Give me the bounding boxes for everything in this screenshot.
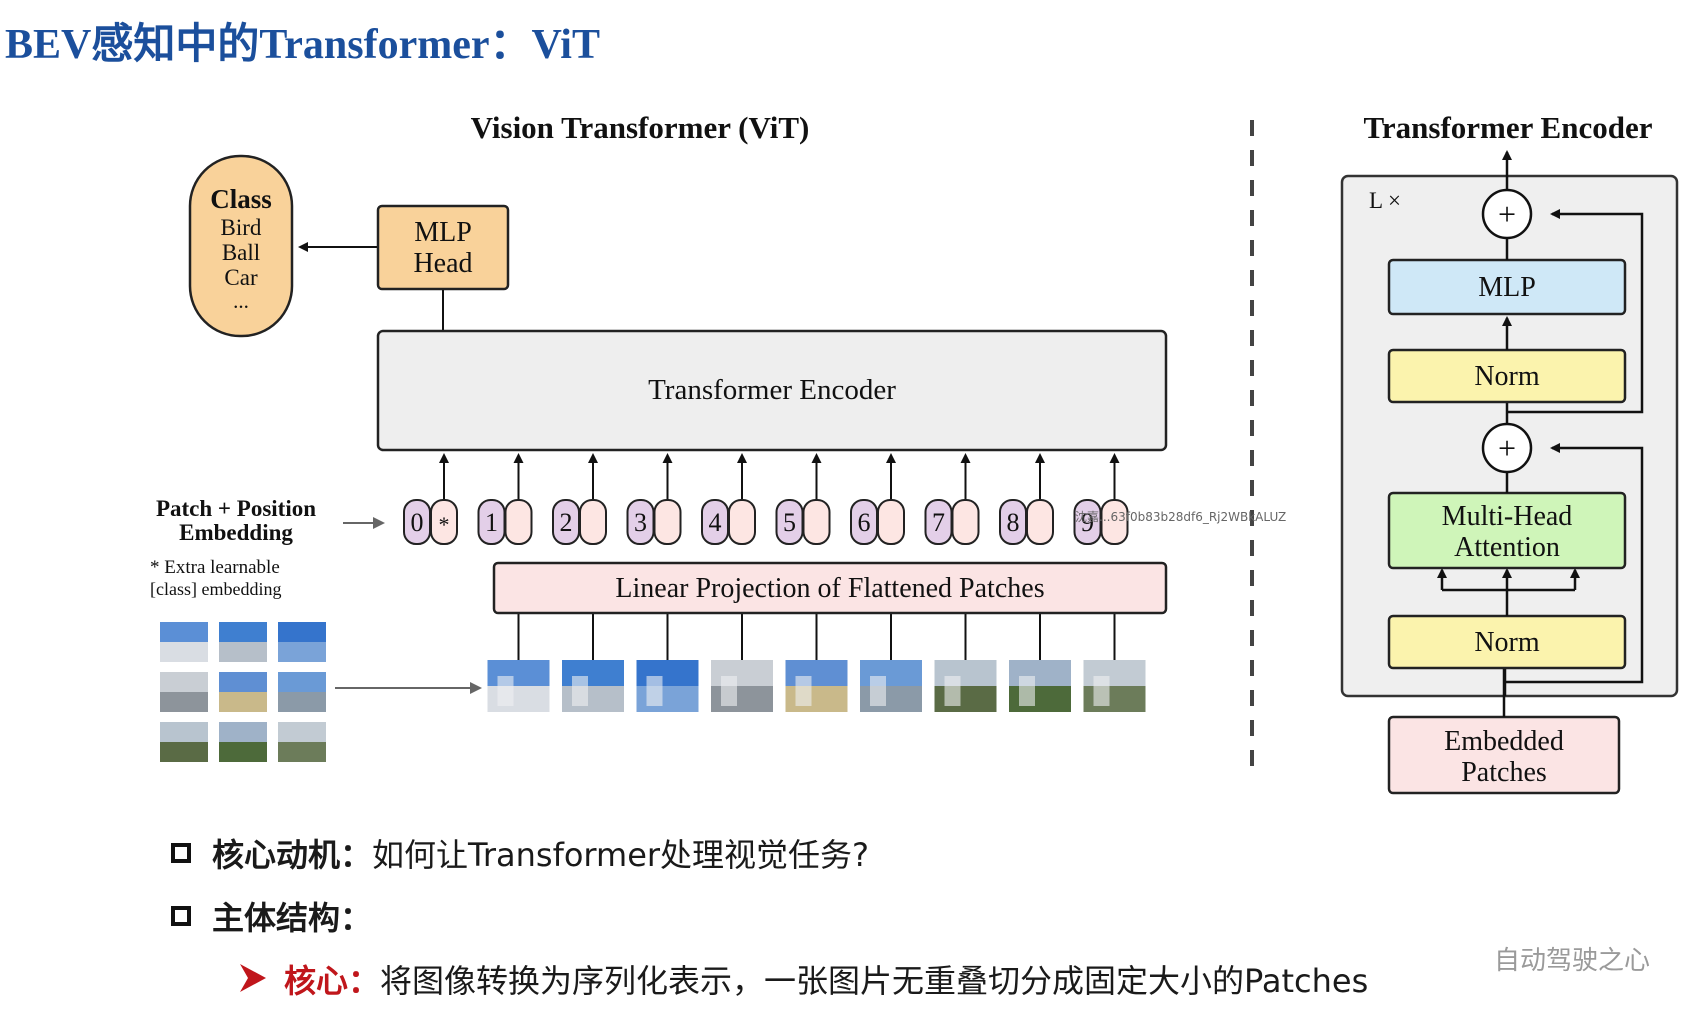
position-token-label: 7 (932, 508, 945, 537)
image-patch (487, 660, 550, 712)
class-item: Ball (222, 240, 260, 265)
brand-watermark: 自动驾驶之心 (1494, 946, 1651, 976)
grid-cell (160, 622, 208, 662)
sub-bullet-label: 核心： (284, 962, 381, 1000)
linear-projection-label: Linear Projection of Flattened Patches (615, 573, 1044, 604)
mlp-head-line: Head (413, 248, 472, 279)
add-symbol: + (1498, 196, 1516, 232)
token-pair: 5 (775, 453, 831, 660)
grid-cell (278, 722, 326, 762)
class-item: Car (224, 265, 258, 290)
embedding-label: Embedding (179, 520, 293, 545)
grid-cell (160, 672, 208, 712)
token-pair: 4 (701, 453, 756, 660)
attention-line: Multi-Head (1442, 501, 1573, 532)
image-patch (934, 660, 997, 712)
red-arrow-icon (240, 964, 266, 992)
class-output-box: Class Bird Ball Car ... (188, 154, 294, 338)
watermark-text: 沈嘉...63f0b83b28df6_Rj2WBkALUZ (1075, 510, 1287, 524)
grid-cell (160, 722, 208, 762)
position-token-label: 8 (1007, 508, 1020, 537)
bullet-text: 如何让Transformer处理视觉任务? (372, 836, 870, 874)
grid-cell (219, 722, 267, 762)
patch-token (1100, 499, 1129, 545)
bullet-structure: 主体结构： (212, 893, 372, 939)
patch-token (728, 499, 756, 545)
extra-note: * Extra learnable (150, 557, 280, 578)
grid-cell (278, 622, 326, 662)
patch-token (802, 499, 831, 545)
token-pair: 9 (1073, 453, 1129, 660)
bullet-square (171, 906, 191, 926)
position-token-label: 3 (634, 508, 647, 537)
class-title: Class (210, 184, 272, 214)
slide-title: BEV感知中的Transformer：ViT (5, 22, 600, 68)
add-symbol: + (1498, 430, 1516, 466)
token-pair: 1 (477, 453, 533, 660)
embedded-patches-line: Patches (1461, 757, 1547, 788)
token-pair: 3 (626, 453, 682, 660)
bullet-label: 主体结构： (212, 899, 373, 937)
image-patch (1083, 660, 1146, 712)
transformer-encoder-label: Transformer Encoder (648, 374, 896, 406)
class-item: Bird (221, 215, 262, 240)
grid-cell (278, 672, 326, 712)
patch-token (653, 499, 682, 545)
patch-token (430, 499, 458, 545)
position-token-label: 2 (560, 508, 573, 537)
embedded-patches-line: Embedded (1444, 726, 1564, 757)
position-token-label: 6 (858, 508, 871, 537)
attention-line: Attention (1454, 532, 1560, 563)
sub-bullet-core: 核心：将图像转换为序列化表示，一张图片无重叠切分成固定大小的Patches (284, 956, 1368, 1002)
image-patch (860, 660, 922, 712)
token-pair: 2 (552, 453, 607, 660)
patch-token (951, 499, 980, 545)
sub-bullet-text: 将图像转换为序列化表示，一张图片无重叠切分成固定大小的Patches (380, 962, 1369, 1000)
token-pair: 0* (403, 453, 458, 545)
image-grid (160, 622, 326, 762)
extra-note: [class] embedding (150, 579, 281, 599)
mlp-head-box: MLP Head (376, 204, 510, 291)
position-token-label: 5 (783, 508, 796, 537)
grid-cell (219, 622, 267, 662)
patch-token (877, 499, 905, 545)
repeat-label: L × (1369, 188, 1401, 213)
norm-lower-label: Norm (1474, 627, 1540, 658)
token-pair: 8 (999, 453, 1054, 660)
image-patch (785, 660, 848, 712)
mlp-label: MLP (1478, 272, 1536, 303)
image-patch (1009, 660, 1071, 712)
mlp-head-line: MLP (414, 217, 472, 248)
position-token-label: 1 (485, 508, 498, 537)
encoder-detail-panel: L × Embedded Patches Norm Multi-Head Att… (1340, 150, 1679, 795)
bullet-square (171, 843, 191, 863)
image-patch (711, 660, 773, 712)
patch-token (579, 499, 607, 545)
image-patch (562, 660, 624, 712)
patch-token (504, 499, 533, 545)
vit-heading: Vision Transformer (ViT) (471, 110, 810, 145)
bullet-label: 核心动机： (212, 836, 373, 874)
transformer-encoder-box: Transformer Encoder (376, 329, 1168, 452)
token-pair: 7 (924, 453, 980, 660)
position-token-label: 9 (1081, 508, 1094, 537)
class-item: ... (233, 289, 249, 313)
position-token-label: 4 (709, 508, 722, 537)
bullet-motivation: 核心动机：如何让Transformer处理视觉任务? (212, 830, 869, 876)
class-token-marker: * (439, 512, 450, 537)
encoder-detail-heading: Transformer Encoder (1364, 110, 1653, 145)
patch-row (487, 660, 1146, 712)
embedding-label: Patch + Position (156, 496, 316, 521)
position-token-label: 0 (411, 508, 424, 537)
patch-token (1026, 499, 1054, 545)
image-patch (636, 660, 699, 712)
norm-upper-label: Norm (1474, 361, 1540, 392)
linear-projection-box: Linear Projection of Flattened Patches (492, 561, 1168, 615)
grid-cell (219, 672, 267, 712)
token-pair: 6 (850, 453, 905, 660)
